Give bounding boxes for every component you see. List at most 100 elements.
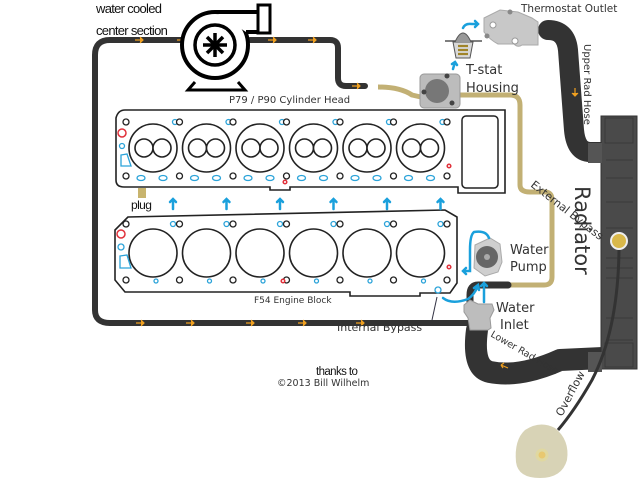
water-pump-label-line1: Water [510, 243, 549, 258]
internal-bypass-port [434, 286, 442, 294]
flow-arrow [136, 319, 145, 327]
flow-arrow [356, 319, 365, 327]
head-bolt-hole [175, 172, 184, 180]
coolant-port [372, 174, 382, 182]
water-pump-label-line2: Pump [510, 260, 547, 275]
coolant-up-arrow [222, 197, 231, 211]
water-pump [473, 237, 503, 277]
block-bolt-hole [229, 276, 237, 284]
valve [366, 138, 386, 158]
coolant-port [296, 174, 307, 182]
valve [294, 138, 315, 158]
block-bolt-hole [336, 220, 344, 228]
valve [205, 138, 226, 158]
coolant-hole [330, 220, 337, 228]
overflow-tank [515, 424, 568, 478]
flow-arrow [500, 362, 509, 369]
coolant-port [136, 174, 146, 182]
block-bolt-hole [175, 276, 184, 284]
head-bolt-hole [336, 172, 344, 180]
coolant-port [265, 174, 275, 182]
flow-arrow-outlet [461, 19, 480, 30]
coolant-port [243, 174, 253, 182]
head-bolt-hole [443, 172, 451, 180]
coolant-up-arrow [382, 197, 392, 211]
cylinder-bore [395, 228, 446, 278]
tstat-housing-label-line2: Housing [466, 81, 519, 96]
plug [138, 188, 146, 198]
cylinder-bore [288, 228, 339, 278]
coolant-flow-arrows [168, 197, 445, 211]
cylinder-bore [235, 228, 285, 278]
head-bolt-hole [282, 118, 291, 126]
head-bolt-hole [122, 118, 130, 126]
block-bolt-hole [229, 220, 237, 228]
head-bolt-hole [229, 118, 237, 126]
coolant-hole [313, 278, 320, 284]
block-bolt-hole [443, 220, 451, 228]
turbo-label-line2: center section [96, 23, 168, 38]
cylinder-head [115, 109, 506, 194]
cylinder-bore [181, 228, 232, 278]
tstat-housing-label-line1: T-stat [465, 63, 502, 78]
block-bolt-hole [175, 220, 184, 228]
valve [259, 138, 279, 158]
oil-passage [280, 278, 286, 284]
thermostat-outlet-label: Thermostat Outlet [520, 3, 617, 15]
coolant-up-arrow [436, 197, 445, 211]
radiator-cap [610, 232, 628, 250]
flow-arrow [246, 319, 255, 327]
block-bolt-hole [389, 276, 398, 284]
upper-rad-hose [538, 20, 613, 162]
coolant-port [189, 174, 200, 182]
coolant-hole [206, 278, 213, 284]
coolant-hole [276, 220, 284, 228]
flow-arrow [352, 82, 361, 90]
oil-passage [446, 163, 452, 169]
valve [419, 138, 440, 158]
external-bypass-hose [377, 84, 555, 288]
coolant-hole [169, 220, 177, 228]
cylinder-head-label: P79 / P90 Cylinder Head [229, 95, 350, 106]
flow-arrow [308, 36, 317, 44]
head-bolt-hole [122, 172, 130, 180]
tstat-housing [419, 73, 461, 109]
internal-bypass-flow [441, 282, 481, 303]
block-bolt-hole [443, 276, 451, 284]
coolant-up-arrow [168, 197, 178, 211]
coolant-hole [383, 220, 391, 228]
head-bolt-hole [282, 172, 291, 180]
flow-arrow [298, 319, 307, 327]
coolant-hole [367, 278, 373, 284]
turbo-return-hose [247, 37, 368, 89]
thermostat [445, 32, 482, 59]
head-bolt-hole [229, 172, 237, 180]
flow-arrow-tstat [450, 60, 459, 71]
coolant-port [318, 174, 329, 182]
flow-arrow [186, 319, 195, 327]
coolant-port [350, 174, 360, 182]
credit-line2: ©2013 Bill Wilhelm [277, 378, 369, 389]
oil-passage [117, 128, 127, 138]
coolant-up-arrow [329, 197, 338, 211]
head-bolt-hole [175, 118, 184, 126]
block-bolt-hole [122, 220, 130, 228]
coolant-port [425, 174, 436, 182]
coolant-hole [118, 142, 126, 150]
block-bolt-hole [282, 220, 291, 228]
radiator-label: Radiator [570, 186, 594, 275]
oil-passage [446, 264, 452, 270]
oil-passage [282, 179, 288, 185]
valve [187, 138, 208, 158]
coolant-hole [223, 220, 230, 228]
head-bolt-hole [443, 118, 451, 126]
flow-arrow [135, 36, 144, 44]
internal-bypass-leader [431, 296, 438, 321]
coolant-port [403, 174, 414, 182]
engine-block-label: F54 Engine Block [254, 296, 332, 306]
block-bolt-hole [122, 276, 130, 284]
lower-rad-hose [464, 319, 614, 385]
turbo-label-line1: water cooled [95, 1, 162, 16]
flow-arrow [268, 36, 277, 44]
